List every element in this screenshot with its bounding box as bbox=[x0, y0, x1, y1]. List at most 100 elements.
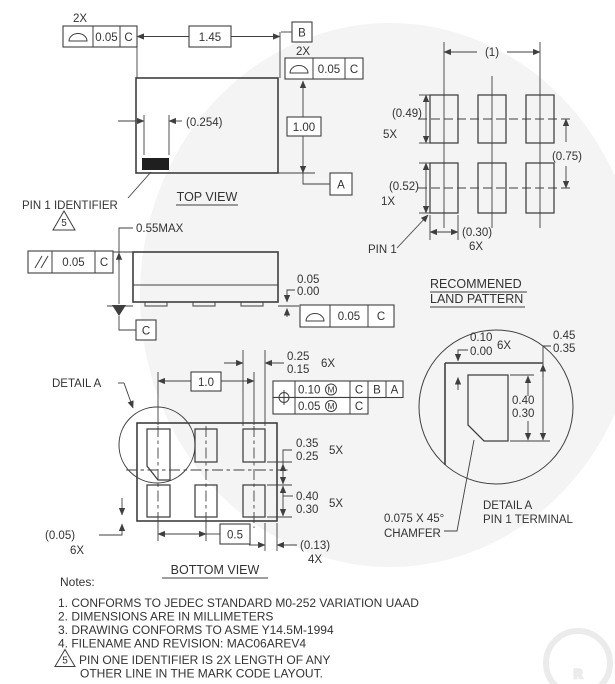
fcf-datum: C bbox=[100, 257, 108, 269]
dim-pad-length: (0.49) bbox=[392, 108, 422, 120]
svg-text:5: 5 bbox=[62, 656, 68, 667]
detail-boundary-circle bbox=[418, 329, 574, 485]
dim-pitch: 1.0 bbox=[198, 377, 214, 389]
qty-label: 1X bbox=[381, 196, 395, 208]
note-1: 1. CONFORMS TO JEDEC STANDARD M0-252 VAR… bbox=[58, 596, 419, 610]
fcf-tolerance-1: 0.10 bbox=[298, 385, 320, 397]
pin1-terminal-pad bbox=[146, 428, 171, 481]
pin1-identifier-label: PIN 1 IDENTIFIER bbox=[22, 200, 118, 212]
parallelism-icon bbox=[34, 255, 49, 269]
watermark-blob bbox=[140, 23, 615, 567]
fcf-profile-right: 0.05 C bbox=[284, 57, 364, 80]
view-title: TOP VIEW bbox=[177, 190, 238, 204]
note-flag-5: 5 bbox=[54, 648, 76, 667]
svg-text:M: M bbox=[327, 401, 334, 411]
dim-pad-length-max: 0.40 bbox=[296, 491, 318, 503]
svg-text:C: C bbox=[142, 326, 150, 338]
datum-b: B bbox=[291, 21, 313, 43]
dim-gap-max: 0.35 bbox=[296, 438, 318, 450]
dim-top-max: 0.10 bbox=[470, 332, 492, 344]
dim-gap-min: 0.25 bbox=[296, 451, 318, 463]
dim-standoff-max: 0.05 bbox=[297, 274, 319, 286]
fcf-tolerance: 0.05 bbox=[318, 64, 340, 76]
detail-a-circle bbox=[118, 406, 196, 484]
qty-label: 5X bbox=[329, 445, 343, 457]
qty-label: 4X bbox=[308, 554, 322, 566]
detail-a-callout: DETAIL A bbox=[52, 378, 102, 390]
watermark: R bbox=[140, 23, 615, 684]
dim-pad-length-pin1: (0.52) bbox=[389, 181, 419, 193]
detail-title-line2: PIN 1 TERMINAL bbox=[483, 514, 573, 526]
qty-label: 5X bbox=[383, 129, 397, 141]
profile-surface-icon bbox=[305, 313, 325, 322]
qty-label: 2X bbox=[73, 13, 87, 25]
view-title: BOTTOM VIEW bbox=[171, 563, 260, 577]
dim-row-spacing: (0.75) bbox=[552, 151, 582, 163]
svg-text:B: B bbox=[298, 28, 306, 40]
fcf-profile-left: 0.05 C bbox=[62, 25, 138, 48]
fcf-datum: C bbox=[124, 32, 132, 44]
note-2: 2. DIMENSIONS ARE IN MILLIMETERS bbox=[58, 610, 273, 624]
side-view: 0.55MAX 0.05 C bbox=[27, 223, 395, 341]
position-icon bbox=[276, 390, 292, 405]
fcf-tolerance: 0.05 bbox=[338, 311, 360, 323]
package-body-top bbox=[135, 77, 279, 174]
datum-c: C bbox=[112, 305, 157, 341]
qty-label: 5X bbox=[329, 498, 343, 510]
land-pattern: (1) (0.49) 5X (0.75) (0.52) 1X PIN 1 (0.… bbox=[368, 42, 582, 308]
dim-pad-width: (0.30) bbox=[462, 227, 492, 239]
datum-triangle-icon bbox=[112, 305, 126, 316]
chamfer-dim: 0.075 X 45° bbox=[384, 513, 444, 525]
note-4: 4. FILENAME AND REVISION: MAC06AREV4 bbox=[58, 637, 306, 651]
dim-edge-gap: (0.05) bbox=[45, 530, 75, 542]
dim-max-height: 0.55MAX bbox=[136, 223, 184, 235]
fcf-tolerance: 0.05 bbox=[62, 257, 84, 269]
qty-label: 6X bbox=[321, 358, 335, 370]
dim-top-min: 0.00 bbox=[470, 346, 492, 358]
dim-pad-width-min: 0.15 bbox=[287, 364, 309, 376]
fcf-profile-seating: 0.05 C bbox=[299, 304, 395, 328]
mmc-icon: M bbox=[325, 383, 337, 396]
pin1-terminal-detail bbox=[467, 374, 509, 442]
qty-label: 6X bbox=[70, 545, 84, 557]
dim-pad-min: 0.30 bbox=[512, 408, 534, 420]
note-5: PIN ONE IDENTIFIER IS 2X LENGTH OF ANY bbox=[79, 653, 330, 667]
chamfer-label: CHAMFER bbox=[384, 528, 441, 540]
svg-text:M: M bbox=[327, 385, 334, 395]
view-title-line2: LAND PATTERN bbox=[430, 292, 523, 306]
fcf-datum-1: C bbox=[355, 385, 363, 397]
dim-width: 1.45 bbox=[199, 32, 221, 44]
detail-a-view: 0.10 0.00 6X 0.45 0.35 0.40 0.30 0.075 X… bbox=[384, 329, 575, 540]
note-5-continued: OTHER LINE IN THE MARK CODE LAYOUT. bbox=[80, 667, 323, 681]
note-3: 3. DRAWING CONFORMS TO ASME Y14.5M-1994 bbox=[58, 623, 334, 637]
dim-pitch: (1) bbox=[485, 47, 499, 59]
dim-outer-max: 0.45 bbox=[553, 330, 575, 342]
profile-surface-icon bbox=[289, 65, 309, 74]
top-view: 2X 0.05 C 1.45 B 2X 0.05 C bbox=[22, 13, 364, 231]
dim-standoff-min: 0.00 bbox=[297, 286, 319, 298]
datum-a: A bbox=[329, 172, 353, 196]
qty-label: 6X bbox=[497, 340, 511, 352]
dim-mark-width: (0.254) bbox=[186, 117, 223, 129]
fcf-tolerance: 0.05 bbox=[95, 32, 117, 44]
dim-pad-max: 0.40 bbox=[512, 395, 534, 407]
qty-label: 2X bbox=[296, 46, 310, 58]
fcf-datum-2: B bbox=[373, 385, 381, 397]
note-flag-5: 5 bbox=[52, 210, 76, 231]
fcf-datum-4: C bbox=[355, 401, 363, 413]
detail-title-line1: DETAIL A bbox=[483, 500, 533, 512]
dim-height: 1.00 bbox=[293, 122, 315, 134]
registered-mark-letter: R bbox=[574, 669, 583, 681]
qty-label: 6X bbox=[469, 241, 483, 253]
dim-half-pitch: 0.5 bbox=[227, 530, 243, 542]
bottom-pads bbox=[146, 428, 266, 518]
fcf-datum-3: A bbox=[391, 385, 399, 397]
profile-surface-icon bbox=[68, 33, 88, 42]
dim-pad-width-max: 0.25 bbox=[287, 351, 309, 363]
land-pads bbox=[429, 94, 555, 214]
pin1-label: PIN 1 bbox=[368, 244, 397, 256]
fcf-datum: C bbox=[350, 64, 358, 76]
terminal-feet bbox=[144, 301, 264, 307]
svg-text:5: 5 bbox=[61, 218, 67, 229]
